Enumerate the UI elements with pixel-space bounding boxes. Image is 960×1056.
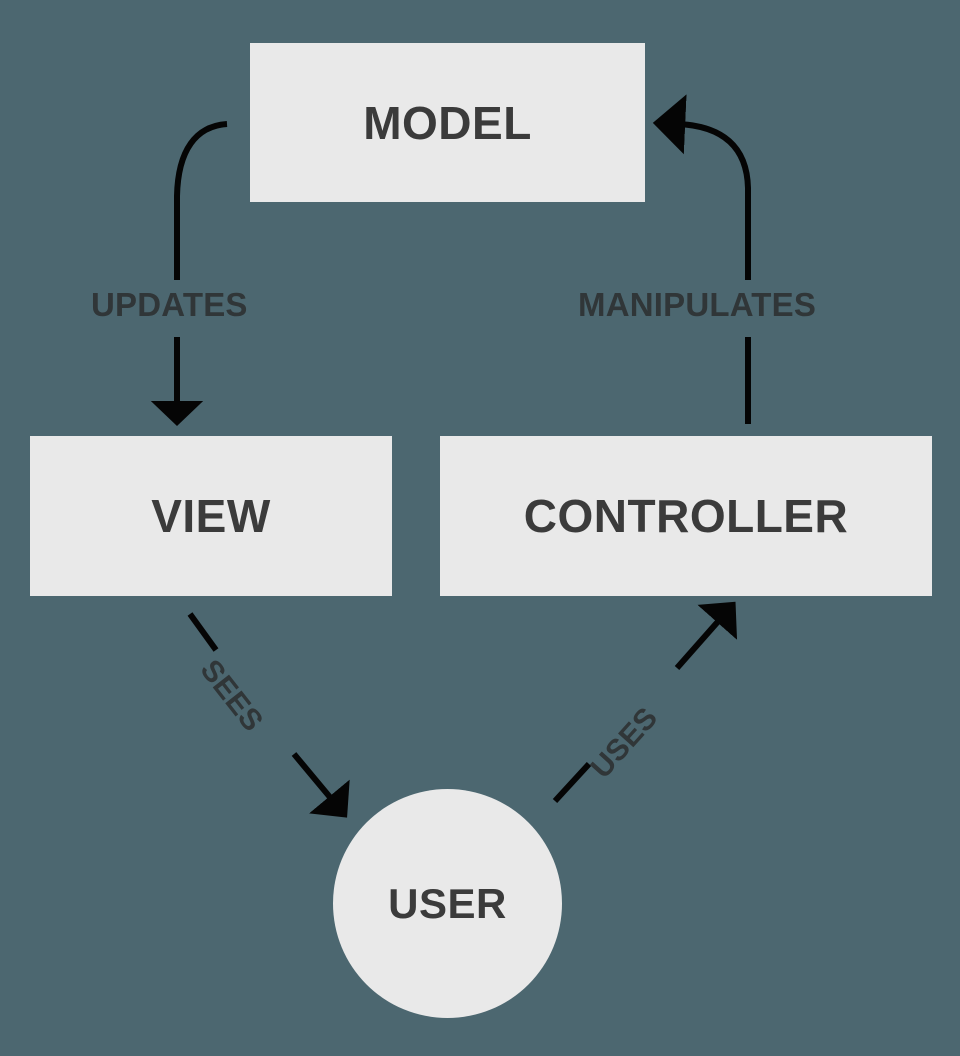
node-model[interactable]: MODEL — [250, 43, 645, 202]
edge-user-to-controller-upper — [674, 601, 738, 670]
node-controller[interactable]: CONTROLLER — [440, 436, 932, 596]
edge-label-uses: USES — [584, 701, 665, 785]
edge-label-sees: SEES — [193, 653, 270, 738]
node-view-label: VIEW — [151, 490, 271, 542]
edge-view-to-user-upper — [187, 612, 219, 652]
edge-view-to-user-lower — [291, 752, 350, 818]
node-model-label: MODEL — [363, 96, 532, 149]
node-user-label: USER — [388, 879, 507, 927]
node-user[interactable]: USER — [333, 789, 562, 1018]
edge-model-to-view-upper — [174, 121, 228, 280]
node-view[interactable]: VIEW — [30, 436, 392, 596]
node-controller-label: CONTROLLER — [523, 490, 849, 542]
edge-user-to-controller-lower — [552, 761, 592, 804]
edge-controller-to-model-upper — [652, 94, 751, 280]
edge-label-manipulates: MANIPULATES — [578, 286, 817, 323]
edge-label-updates: UPDATES — [91, 286, 248, 323]
